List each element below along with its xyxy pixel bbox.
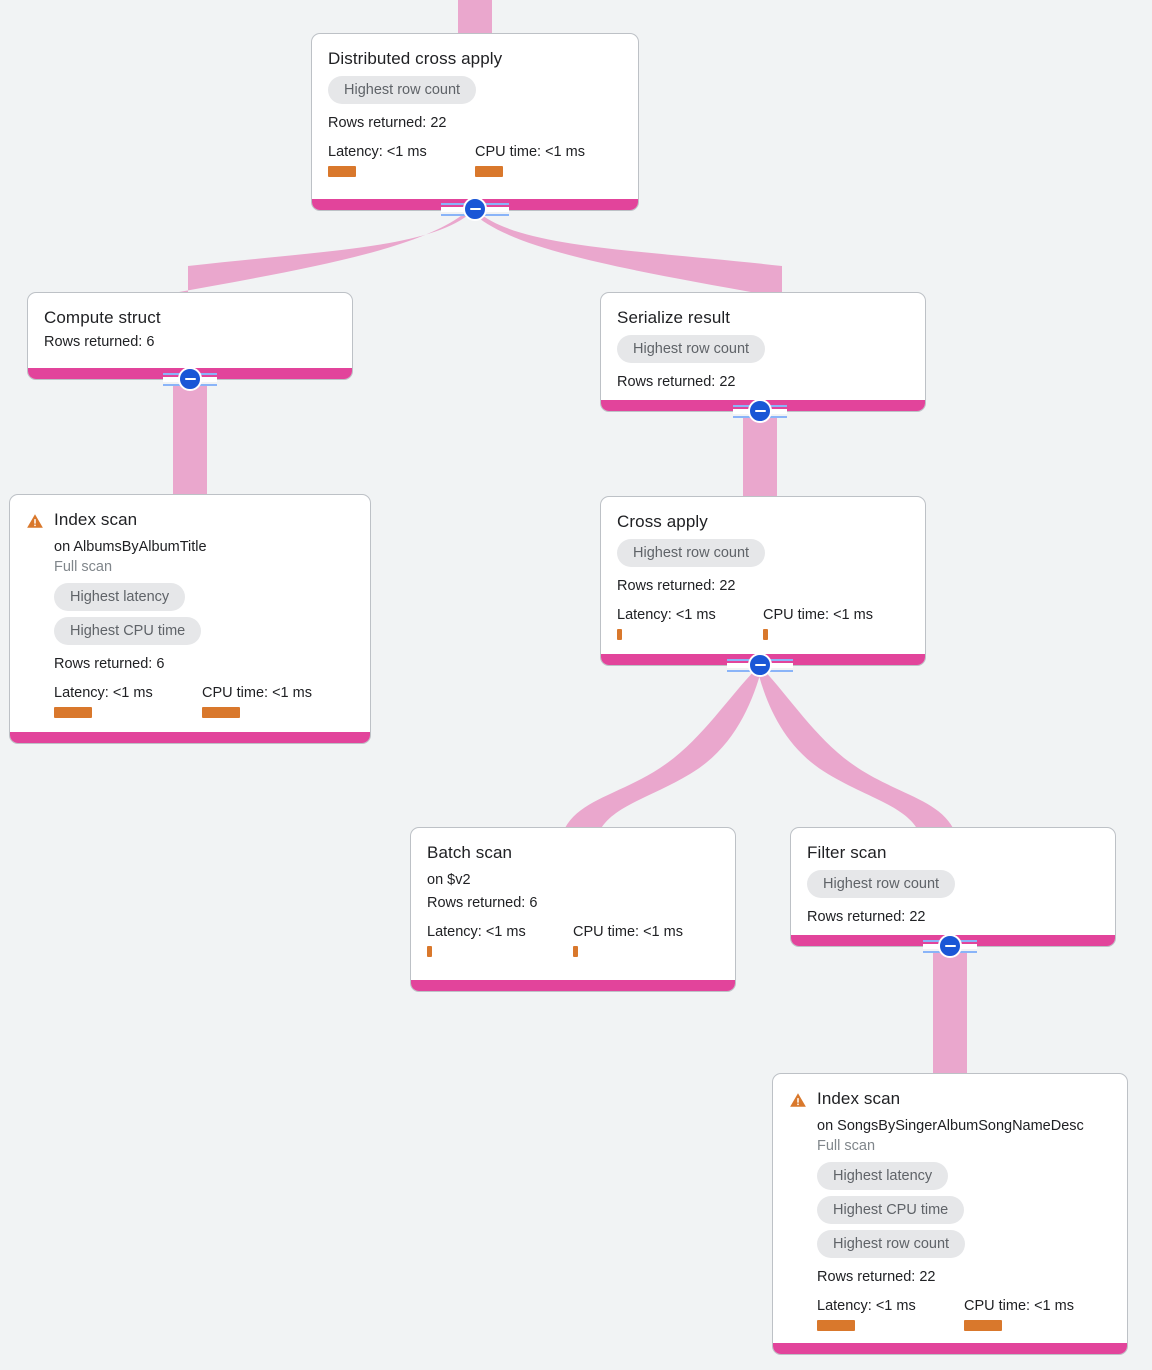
metric-cpu-time: CPU time: <1 ms bbox=[763, 606, 909, 640]
node-chips: Highest row count bbox=[807, 870, 1099, 904]
metric-cpu-time-label: CPU time: <1 ms bbox=[202, 685, 312, 701]
node-filter-scan[interactable]: Filter scan Highest row count Rows retur… bbox=[790, 827, 1116, 947]
node-scan-type: Full scan bbox=[817, 1138, 876, 1154]
metrics-row: Latency: <1 ms CPU time: <1 ms bbox=[617, 606, 909, 640]
metric-cpu-time-bar bbox=[763, 629, 768, 640]
node-subtitle: on AlbumsByAlbumTitle bbox=[54, 539, 207, 555]
metric-cpu-time-label: CPU time: <1 ms bbox=[573, 924, 683, 940]
metric-latency: Latency: <1 ms bbox=[54, 684, 202, 718]
metrics-row: Latency: <1 ms CPU time: <1 ms bbox=[427, 923, 719, 957]
metric-latency-bar bbox=[328, 166, 356, 177]
node-chips: Highest latency Highest CPU time Highest… bbox=[817, 1162, 1111, 1264]
metric-latency-bar bbox=[427, 946, 432, 957]
node-cross-apply[interactable]: Cross apply Highest row count Rows retur… bbox=[600, 496, 926, 666]
chip-highest-cpu-time: Highest CPU time bbox=[817, 1196, 965, 1224]
collapse-button-filter-scan[interactable] bbox=[938, 934, 962, 958]
chip-highest-row-count: Highest row count bbox=[807, 870, 956, 898]
node-distributed-cross-apply[interactable]: Distributed cross apply Highest row coun… bbox=[311, 33, 639, 211]
metric-latency: Latency: <1 ms bbox=[427, 923, 573, 957]
chip-highest-latency: Highest latency bbox=[817, 1162, 949, 1190]
node-index-scan-songs[interactable]: Index scan on SongsBySingerAlbumSongName… bbox=[772, 1073, 1128, 1355]
metric-cpu-time-label: CPU time: <1 ms bbox=[475, 144, 585, 160]
rows-returned: Rows returned: 6 bbox=[44, 334, 155, 350]
metric-latency-label: Latency: <1 ms bbox=[817, 1298, 916, 1314]
node-scan-type: Full scan bbox=[54, 559, 113, 575]
metric-cpu-time: CPU time: <1 ms bbox=[202, 684, 350, 718]
metric-latency-bar bbox=[817, 1320, 855, 1331]
node-footer-bar bbox=[773, 1343, 1127, 1354]
node-chips: Highest latency Highest CPU time bbox=[54, 583, 354, 651]
rows-returned: Rows returned: 22 bbox=[617, 578, 736, 594]
chip-highest-row-count: Highest row count bbox=[617, 335, 766, 363]
node-batch-scan[interactable]: Batch scan on $v2 Rows returned: 6 Laten… bbox=[410, 827, 736, 992]
node-title: Index scan bbox=[817, 1089, 901, 1108]
chip-highest-row-count: Highest row count bbox=[817, 1230, 966, 1258]
node-title: Serialize result bbox=[617, 308, 731, 327]
node-chips: Highest row count bbox=[328, 76, 622, 110]
collapse-button-distributed-cross-apply[interactable] bbox=[463, 197, 487, 221]
node-title: Batch scan bbox=[427, 843, 513, 862]
node-footer-bar bbox=[411, 980, 735, 991]
metric-latency: Latency: <1 ms bbox=[617, 606, 763, 640]
node-chips: Highest row count bbox=[617, 335, 909, 369]
node-title: Index scan bbox=[54, 510, 138, 529]
metric-latency-label: Latency: <1 ms bbox=[427, 924, 526, 940]
node-subtitle: on SongsBySingerAlbumSongNameDesc bbox=[817, 1118, 1084, 1134]
edge-cross-apply-to-filter-scan bbox=[757, 668, 953, 832]
rows-returned: Rows returned: 22 bbox=[617, 374, 736, 390]
node-title: Cross apply bbox=[617, 512, 708, 531]
rows-returned: Rows returned: 22 bbox=[328, 115, 447, 131]
metric-latency-bar bbox=[617, 629, 622, 640]
rows-returned: Rows returned: 6 bbox=[427, 895, 538, 911]
metric-latency-label: Latency: <1 ms bbox=[328, 144, 427, 160]
metric-latency: Latency: <1 ms bbox=[817, 1297, 964, 1331]
metric-cpu-time-label: CPU time: <1 ms bbox=[763, 607, 873, 623]
warning-icon bbox=[790, 1093, 806, 1107]
rows-returned: Rows returned: 22 bbox=[807, 909, 926, 925]
edge-root-to-compute-struct bbox=[168, 212, 472, 294]
chip-highest-row-count: Highest row count bbox=[328, 76, 477, 104]
edge-root-to-serialize-result bbox=[472, 212, 782, 294]
metric-cpu-time-bar bbox=[573, 946, 578, 957]
metric-cpu-time-bar bbox=[964, 1320, 1002, 1331]
node-subtitle: on $v2 bbox=[427, 872, 471, 888]
node-footer-bar bbox=[10, 732, 370, 743]
chip-highest-latency: Highest latency bbox=[54, 583, 186, 611]
metric-latency-label: Latency: <1 ms bbox=[617, 607, 716, 623]
metric-latency: Latency: <1 ms bbox=[328, 143, 475, 177]
metric-latency-label: Latency: <1 ms bbox=[54, 685, 153, 701]
chip-highest-cpu-time: Highest CPU time bbox=[54, 617, 202, 645]
node-title: Compute struct bbox=[44, 308, 161, 327]
node-title: Filter scan bbox=[807, 843, 887, 862]
metrics-row: Latency: <1 ms CPU time: <1 ms bbox=[328, 143, 622, 177]
metric-latency-bar bbox=[54, 707, 92, 718]
metric-cpu-time-label: CPU time: <1 ms bbox=[964, 1298, 1074, 1314]
metric-cpu-time: CPU time: <1 ms bbox=[573, 923, 719, 957]
collapse-button-compute-struct[interactable] bbox=[178, 367, 202, 391]
collapse-button-cross-apply[interactable] bbox=[748, 653, 772, 677]
metrics-row: Latency: <1 ms CPU time: <1 ms bbox=[817, 1297, 1111, 1331]
metric-cpu-time: CPU time: <1 ms bbox=[964, 1297, 1111, 1331]
edge-filter-scan-to-index-scan-songs bbox=[933, 952, 967, 1076]
metric-cpu-time-bar bbox=[202, 707, 240, 718]
node-chips: Highest row count bbox=[617, 539, 909, 573]
metric-cpu-time-bar bbox=[475, 166, 503, 177]
rows-returned: Rows returned: 6 bbox=[54, 656, 165, 672]
rows-returned: Rows returned: 22 bbox=[817, 1269, 936, 1285]
chip-highest-row-count: Highest row count bbox=[617, 539, 766, 567]
collapse-button-serialize-result[interactable] bbox=[748, 399, 772, 423]
edge-compute-struct-to-index-scan-albums bbox=[173, 386, 207, 496]
edge-serialize-result-to-cross-apply bbox=[743, 418, 777, 498]
metrics-row: Latency: <1 ms CPU time: <1 ms bbox=[54, 684, 354, 718]
node-title: Distributed cross apply bbox=[328, 49, 503, 68]
edge-cross-apply-to-batch-scan bbox=[565, 668, 762, 832]
warning-icon bbox=[27, 514, 43, 528]
metric-cpu-time: CPU time: <1 ms bbox=[475, 143, 622, 177]
node-index-scan-albums[interactable]: Index scan on AlbumsByAlbumTitle Full sc… bbox=[9, 494, 371, 744]
node-serialize-result[interactable]: Serialize result Highest row count Rows … bbox=[600, 292, 926, 412]
